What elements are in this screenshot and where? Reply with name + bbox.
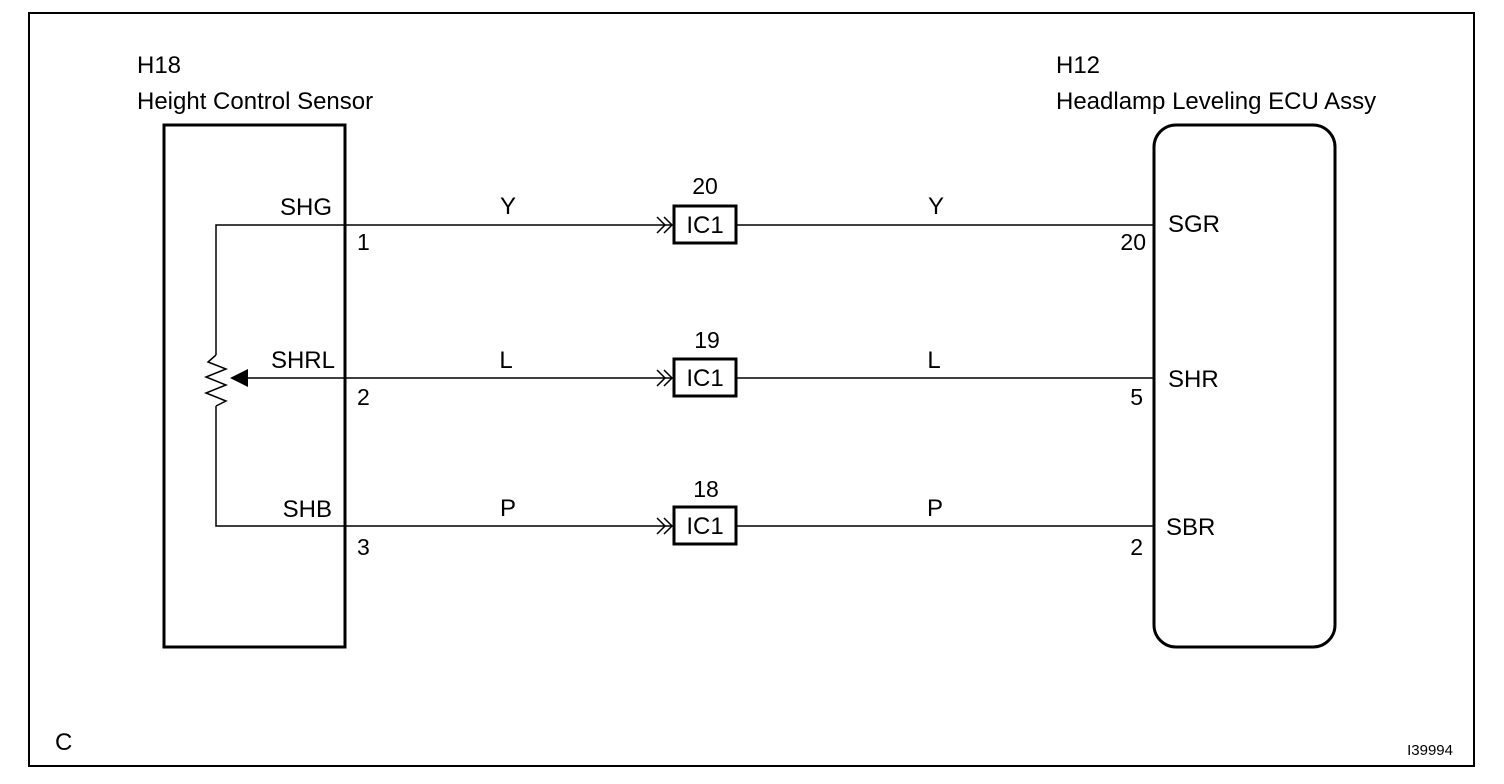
ecu-terminal-name-sbr: SBR bbox=[1166, 514, 1215, 541]
wire-color-left: Y bbox=[500, 193, 516, 220]
connector-chevron-icon bbox=[663, 517, 674, 535]
figure-id: I39994 bbox=[1407, 742, 1453, 759]
terminal-pin-1: 1 bbox=[357, 229, 370, 255]
ecu-pin-5: 5 bbox=[1130, 384, 1143, 410]
connector-chevron-icon bbox=[656, 517, 667, 535]
wire-1: IC1 20 Y Y bbox=[345, 173, 1154, 245]
wiper-arrow-icon bbox=[230, 369, 248, 387]
headlamp-leveling-ecu: H12 Headlamp Leveling ECU Assy SGR SHR S… bbox=[1056, 52, 1376, 649]
connector-chevron-icon bbox=[656, 369, 667, 387]
ecu-code: H12 bbox=[1056, 52, 1100, 79]
ecu-terminal-name-sgr: SGR bbox=[1168, 211, 1220, 238]
connector-label: IC1 bbox=[686, 365, 723, 392]
terminal-name-shg: SHG bbox=[280, 194, 332, 221]
connector-chevron-icon bbox=[663, 216, 674, 234]
connector-box bbox=[672, 357, 738, 398]
wire-color-right: P bbox=[927, 495, 943, 522]
connector-pin: 20 bbox=[692, 173, 718, 199]
wire-3: IC1 18 P P bbox=[345, 476, 1154, 546]
connector-pin: 19 bbox=[694, 327, 720, 353]
terminal-name-shrl: SHRL bbox=[271, 347, 335, 374]
diagram-frame bbox=[28, 12, 1475, 767]
ecu-terminal-name-shr: SHR bbox=[1168, 366, 1219, 393]
connector-label: IC1 bbox=[686, 212, 723, 239]
wire-color-left: L bbox=[499, 347, 512, 374]
connector-chevron-icon bbox=[663, 369, 674, 387]
wire-color-right: Y bbox=[928, 193, 944, 220]
terminal-pin-3: 3 bbox=[357, 534, 370, 560]
sensor-name: Height Control Sensor bbox=[137, 88, 373, 115]
connector-pin: 18 bbox=[693, 476, 719, 502]
section-letter: C bbox=[55, 729, 72, 756]
sensor-internal-wire-bottom bbox=[215, 406, 345, 527]
ecu-name: Headlamp Leveling ECU Assy bbox=[1056, 88, 1376, 115]
wire-color-left: P bbox=[500, 495, 516, 522]
ecu-pin-2: 2 bbox=[1130, 534, 1143, 560]
resistor-icon bbox=[203, 354, 229, 407]
connector-label: IC1 bbox=[686, 513, 723, 540]
height-control-sensor: H18 Height Control Sensor SHG SHRL SHB 1… bbox=[137, 52, 373, 649]
ecu-box bbox=[1152, 123, 1337, 649]
terminal-pin-2: 2 bbox=[357, 384, 370, 410]
wire-color-right: L bbox=[927, 347, 940, 374]
connector-chevron-icon bbox=[656, 216, 667, 234]
terminal-name-shb: SHB bbox=[283, 496, 332, 523]
wire-2: IC1 19 L L bbox=[345, 327, 1154, 398]
ecu-pin-20: 20 bbox=[1120, 229, 1146, 255]
sensor-code: H18 bbox=[137, 52, 181, 79]
connector-box bbox=[672, 505, 738, 546]
sensor-box bbox=[162, 123, 347, 649]
sensor-internal-wire bbox=[215, 224, 345, 355]
